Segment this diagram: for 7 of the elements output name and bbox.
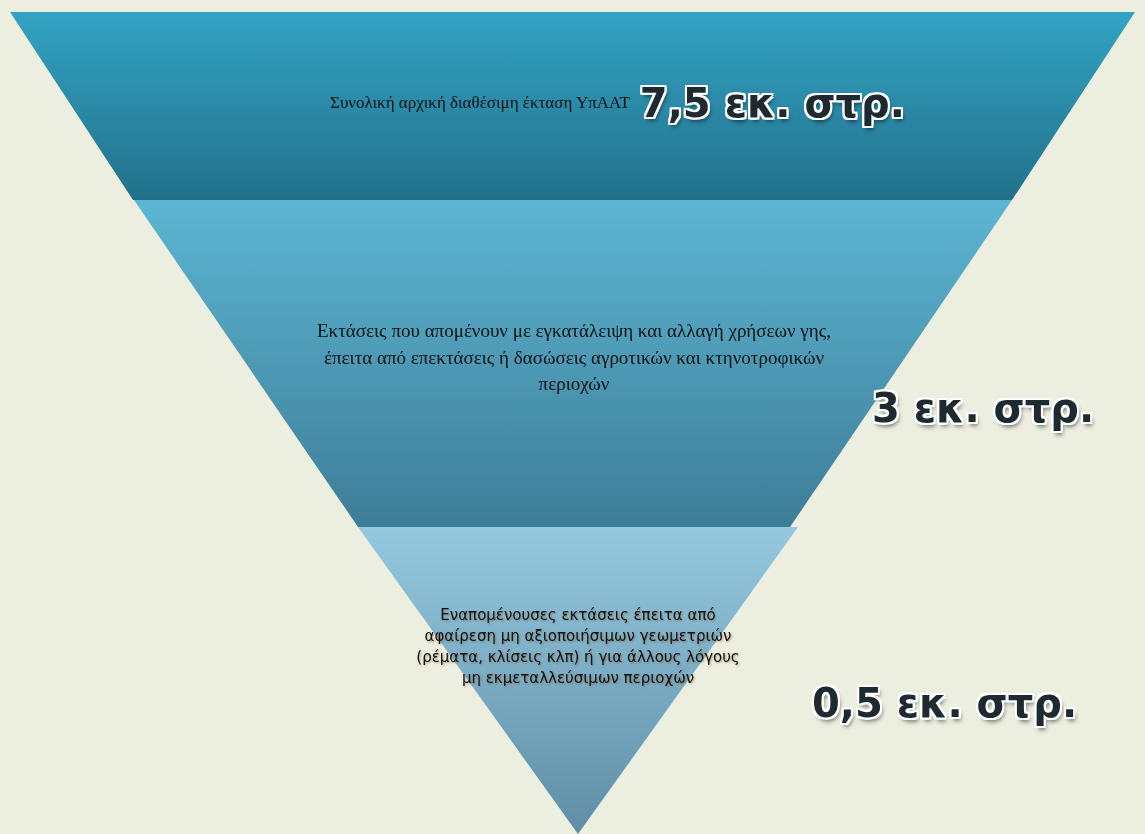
- band-text: Εκτάσεις που απομένουν με εγκατάλειψη και αλλαγή χρήσεων γης, έπειτα από επεκτάσεις ή δασώσεις αγροτικών και κτηνοτροφικών περιοχών: [316, 319, 832, 397]
- value-label: 0,5 εκ. στρ.: [812, 680, 1078, 726]
- top-band: [10, 12, 1135, 200]
- bottom-band: [358, 527, 798, 834]
- value-label: 7,5 εκ. στρ.: [639, 80, 905, 126]
- band-text: Συνολική αρχική διαθέσιμη έκταση ΥπΑΑΤ: [330, 92, 630, 115]
- value-label: 3 εκ. στρ.: [872, 385, 1095, 431]
